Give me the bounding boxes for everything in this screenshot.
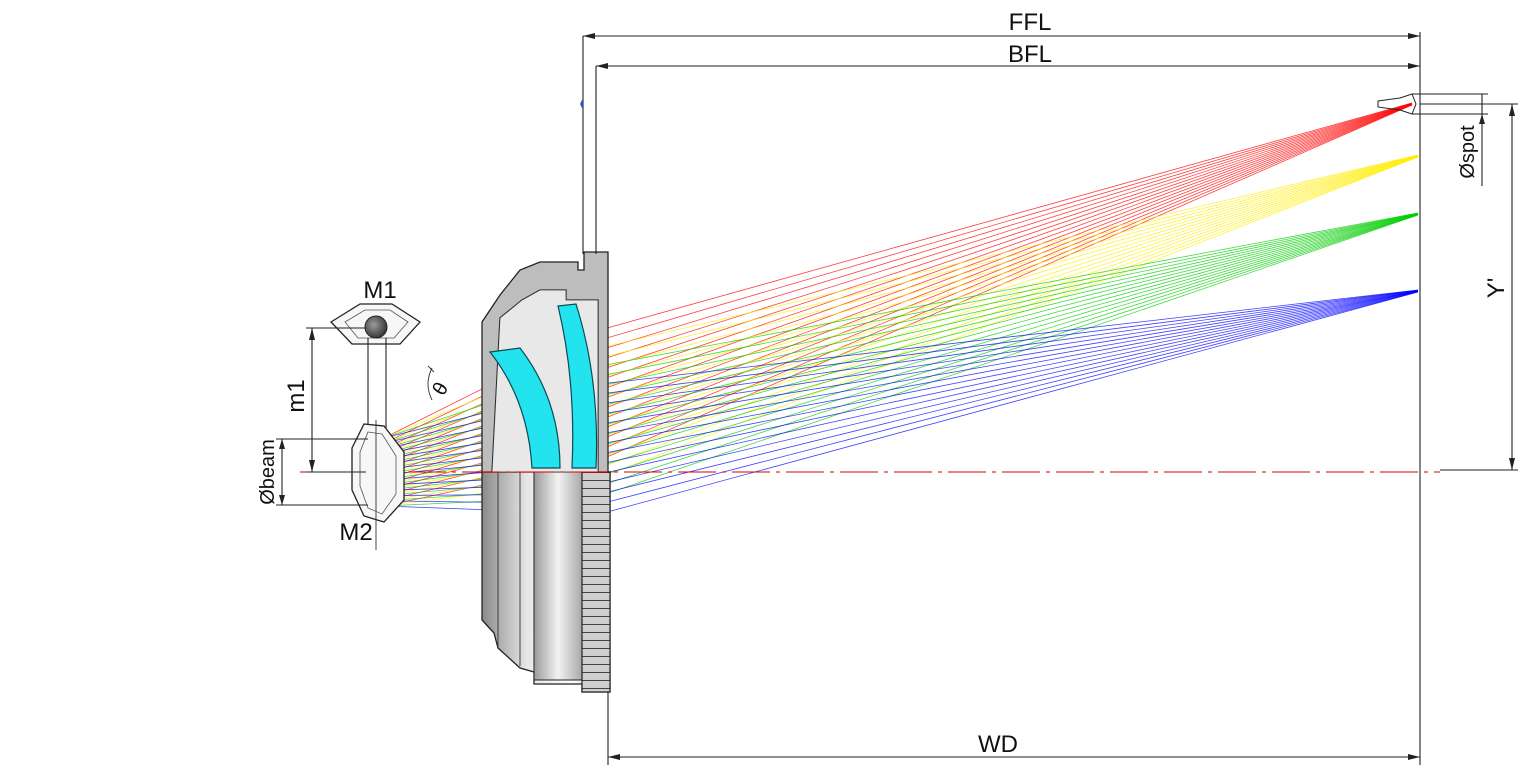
- bfl-arrow-right: [1408, 63, 1420, 69]
- y-image-label: Y': [1483, 278, 1510, 299]
- theta-label: θ: [428, 379, 453, 400]
- bfl-label: BFL: [1008, 41, 1052, 68]
- mirror-m2-group: [351, 420, 405, 550]
- beam-diameter-label: Øbeam: [257, 439, 279, 505]
- ffl-arrow-right: [1408, 33, 1420, 39]
- m2-label: M2: [339, 519, 372, 546]
- ffl-arrow-left: [583, 33, 595, 39]
- mirror-m1-shaft: [364, 315, 388, 339]
- m1-label: M1: [363, 277, 396, 304]
- dimension-lines: [276, 33, 1518, 765]
- theta-tick: [427, 365, 435, 373]
- beam-arrow-bottom: [279, 495, 285, 505]
- spot-waist: [1377, 93, 1417, 115]
- y-image-arrow-top: [1509, 104, 1515, 116]
- m1-arrow-bottom: [309, 460, 315, 472]
- housing-inner-sleeve: [533, 471, 583, 681]
- wd-label: WD: [978, 731, 1018, 758]
- mirror-m2-inner: [359, 431, 397, 515]
- bfl-arrow-left: [596, 63, 608, 69]
- y-image-arrow-bottom: [1509, 458, 1515, 470]
- m1-distance-label: m1: [283, 379, 310, 412]
- housing-knurled-ring: [581, 471, 611, 693]
- spot-arrow: [1479, 114, 1485, 124]
- m1-arrow-top: [309, 328, 315, 340]
- theta-arc: [427, 367, 433, 401]
- mirror-m1-inner: [344, 309, 409, 339]
- lens-element-1: [488, 347, 561, 469]
- lens-element-2: [557, 303, 598, 469]
- beam-arrow-top: [279, 439, 285, 449]
- lens-housing: [481, 36, 611, 693]
- spot-diameter-label: Øspot: [1457, 125, 1479, 179]
- wd-arrow-left: [608, 754, 620, 760]
- wd-arrow-right: [1408, 754, 1420, 760]
- ffl-label: FFL: [1009, 9, 1052, 36]
- labels: FFL BFL WD M1 M2 m1 Øbeam Øspot Y' θ: [257, 9, 1510, 758]
- mirror-m1-group: [329, 303, 421, 428]
- small-marker: [580, 98, 583, 110]
